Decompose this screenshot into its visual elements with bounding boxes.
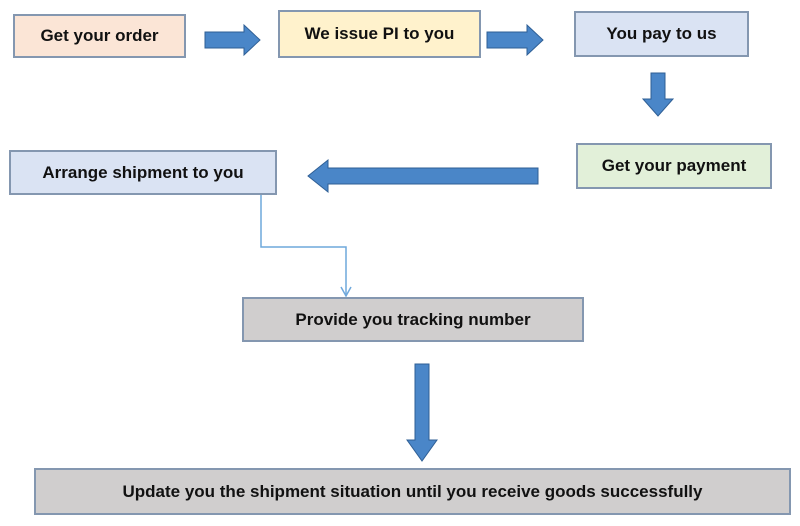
- step-label: Provide you tracking number: [295, 309, 531, 329]
- step-label: Get your payment: [601, 156, 747, 175]
- step-get-your-payment: Get your payment: [576, 143, 772, 189]
- step-provide-tracking: Provide you tracking number: [242, 297, 584, 342]
- step-label: You pay to us: [606, 24, 717, 43]
- arrow-tracking-to-update: [406, 363, 438, 462]
- step-update-shipment: Update you the shipment situation until …: [34, 468, 791, 515]
- step-get-your-order: Get your order: [13, 14, 186, 58]
- step-we-issue-pi: We issue PI to you: [278, 10, 481, 58]
- step-label: We issue PI to you: [304, 24, 455, 43]
- connector-shipment-to-tracking: [260, 195, 347, 296]
- arrow-order-to-pi: [204, 23, 261, 57]
- connector-arrowhead: [340, 286, 352, 298]
- step-label: Update you the shipment situation until …: [122, 481, 703, 501]
- step-you-pay-to-us: You pay to us: [574, 11, 749, 57]
- arrow-pay-to-payment: [641, 72, 675, 117]
- step-label: Get your order: [40, 26, 159, 45]
- step-label: Arrange shipment to you: [42, 162, 244, 182]
- step-arrange-shipment: Arrange shipment to you: [9, 150, 277, 195]
- arrow-pi-to-pay: [486, 23, 544, 57]
- arrow-payment-to-shipment: [307, 158, 539, 194]
